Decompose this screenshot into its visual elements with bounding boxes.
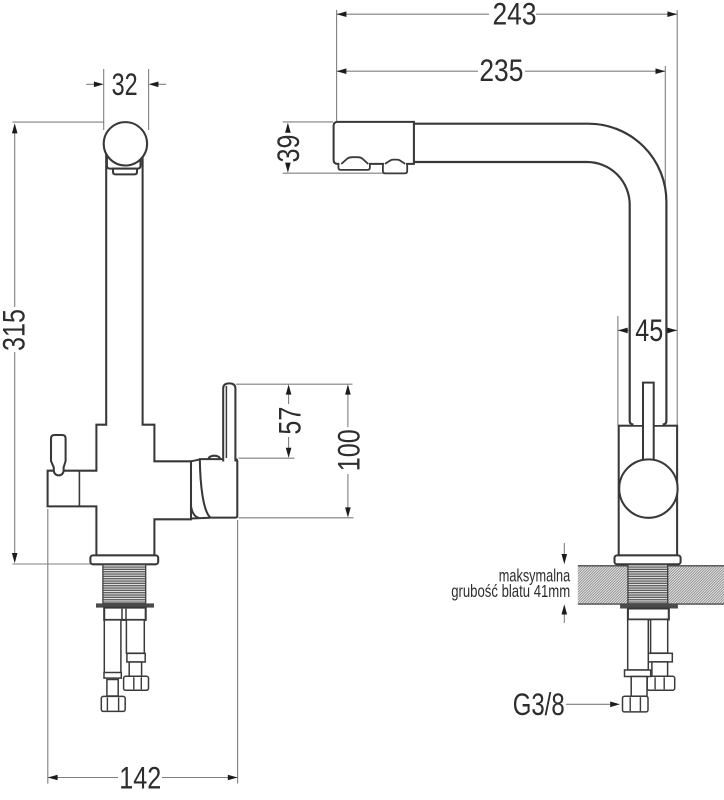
svg-text:45: 45	[635, 312, 663, 348]
svg-text:243: 243	[493, 0, 537, 31]
svg-text:32: 32	[112, 66, 138, 102]
svg-text:100: 100	[331, 429, 367, 471]
svg-text:235: 235	[479, 52, 523, 88]
svg-text:G3/8: G3/8	[513, 686, 565, 722]
svg-text:maksymalna: maksymalna	[499, 566, 571, 586]
svg-text:315: 315	[0, 309, 32, 351]
svg-text:57: 57	[272, 407, 308, 435]
svg-text:142: 142	[119, 759, 161, 795]
svg-text:grubość blatu 41mm: grubość blatu 41mm	[451, 581, 570, 601]
svg-text:39: 39	[270, 135, 306, 163]
